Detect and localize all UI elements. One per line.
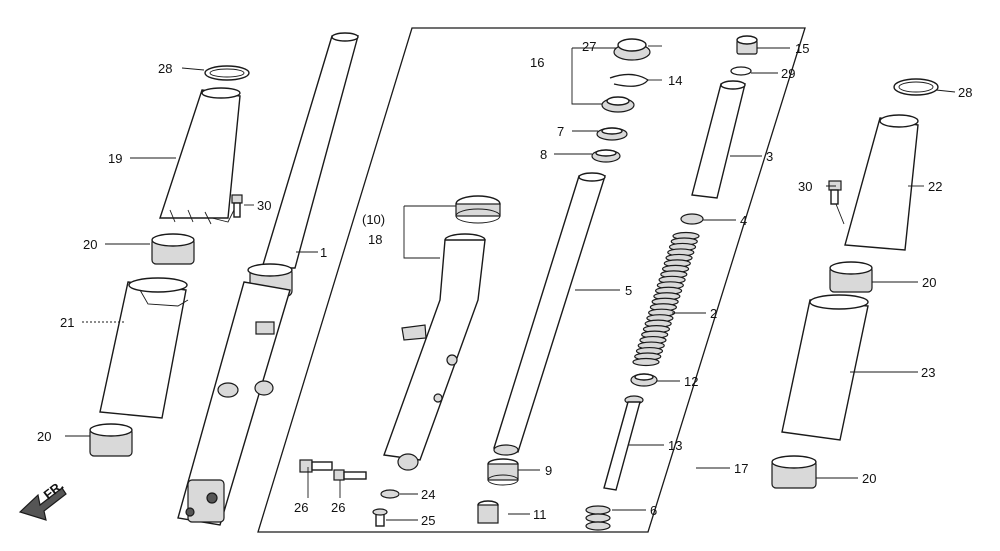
- callout-9: 9: [545, 463, 552, 478]
- callout-20-lower-right: 20: [862, 471, 876, 486]
- callout-26-a: 26: [294, 500, 308, 515]
- part-5-inner-tube: [493, 172, 606, 456]
- part-6-rebound-spring: [585, 505, 611, 531]
- callout-6: 6: [650, 503, 657, 518]
- part-24-washer: [380, 489, 400, 499]
- callout-16: 16: [530, 55, 544, 70]
- callout-10: (10): [362, 212, 385, 227]
- callout-labels: 28 19 30 20 21 20 1 26 26 24 25 (10) 18 …: [37, 39, 972, 528]
- callout-3: 3: [766, 149, 773, 164]
- callout-18: 18: [368, 232, 382, 247]
- part-28-right-ring: [893, 78, 939, 96]
- callout-21: 21: [60, 315, 74, 330]
- callout-23: 23: [921, 365, 935, 380]
- part-1-fork-tube: [247, 32, 359, 297]
- part-18-dust-seal: [455, 195, 501, 224]
- callout-12: 12: [684, 374, 698, 389]
- front-direction-arrow: [18, 487, 67, 521]
- part-3-spacer: [691, 80, 746, 199]
- callout-22: 22: [928, 179, 942, 194]
- part-23-lower-cover: [781, 294, 869, 441]
- part-1-slider-body: [177, 281, 291, 526]
- part-13-damper-rod: [603, 395, 644, 491]
- callout-2: 2: [710, 306, 717, 321]
- part-9-bushing: [487, 458, 519, 486]
- part-25-bolt: [372, 508, 388, 527]
- callout-11: 11: [533, 507, 547, 522]
- callout-25: 25: [421, 513, 435, 528]
- callout-30-right: 30: [798, 179, 812, 194]
- part-22-upper-cover: [844, 114, 919, 251]
- part-26-bolt-a: [299, 459, 333, 473]
- part-28-left-ring: [204, 65, 250, 81]
- part-4-seat: [680, 213, 704, 225]
- part-8-bushing: [591, 149, 621, 163]
- callout-26-b: 26: [331, 500, 345, 515]
- part-14-circlip: [609, 73, 649, 87]
- part-19-upper-cover: [159, 87, 241, 225]
- spring-coil: [632, 357, 660, 367]
- part-27-seal-cap: [613, 38, 651, 61]
- part-20-nut-upper-left: [151, 233, 195, 265]
- part-20-nut-lower-right: [771, 455, 817, 489]
- part-16-oil-seal: [601, 96, 635, 113]
- callout-28-left: 28: [158, 61, 172, 76]
- callout-30-left: 30: [257, 198, 271, 213]
- part-18-slider: [383, 233, 486, 471]
- callout-20-upper-left: 20: [83, 237, 97, 252]
- callout-19: 19: [108, 151, 122, 166]
- callout-28-right: 28: [958, 85, 972, 100]
- callout-20-upper-right: 20: [922, 275, 936, 290]
- part-29-o-ring: [730, 66, 752, 76]
- callout-20-lower-left: 20: [37, 429, 51, 444]
- callout-7: 7: [557, 124, 564, 139]
- callout-14: 14: [668, 73, 682, 88]
- part-26-bolt-b: [333, 469, 367, 481]
- callout-15: 15: [795, 41, 809, 56]
- part-21-lower-cover: [99, 277, 189, 419]
- callout-4: 4: [740, 213, 747, 228]
- callout-1: 1: [320, 245, 327, 260]
- part-30-right-bolt: [828, 180, 842, 205]
- front-arrow-label: FR.: [41, 478, 67, 503]
- callout-5: 5: [625, 283, 632, 298]
- part-15-bolt-cap: [736, 35, 758, 55]
- part-30-left-bolt: [231, 194, 243, 218]
- part-11-guide: [477, 500, 499, 524]
- leader-lines: [65, 45, 956, 521]
- part-7-washer: [596, 127, 628, 141]
- callout-8: 8: [540, 147, 547, 162]
- callout-24: 24: [421, 487, 435, 502]
- part-20-nut-upper-right: [829, 261, 873, 293]
- callout-17: 17: [734, 461, 748, 476]
- fork-assembly-boundary: [257, 27, 806, 533]
- callout-29: 29: [781, 66, 795, 81]
- part-2-spring: [632, 231, 700, 367]
- part-12-piston-ring: [630, 373, 658, 387]
- callout-27: 27: [582, 39, 596, 54]
- part-20-nut-lower-left: [89, 423, 133, 457]
- callout-13: 13: [668, 438, 682, 453]
